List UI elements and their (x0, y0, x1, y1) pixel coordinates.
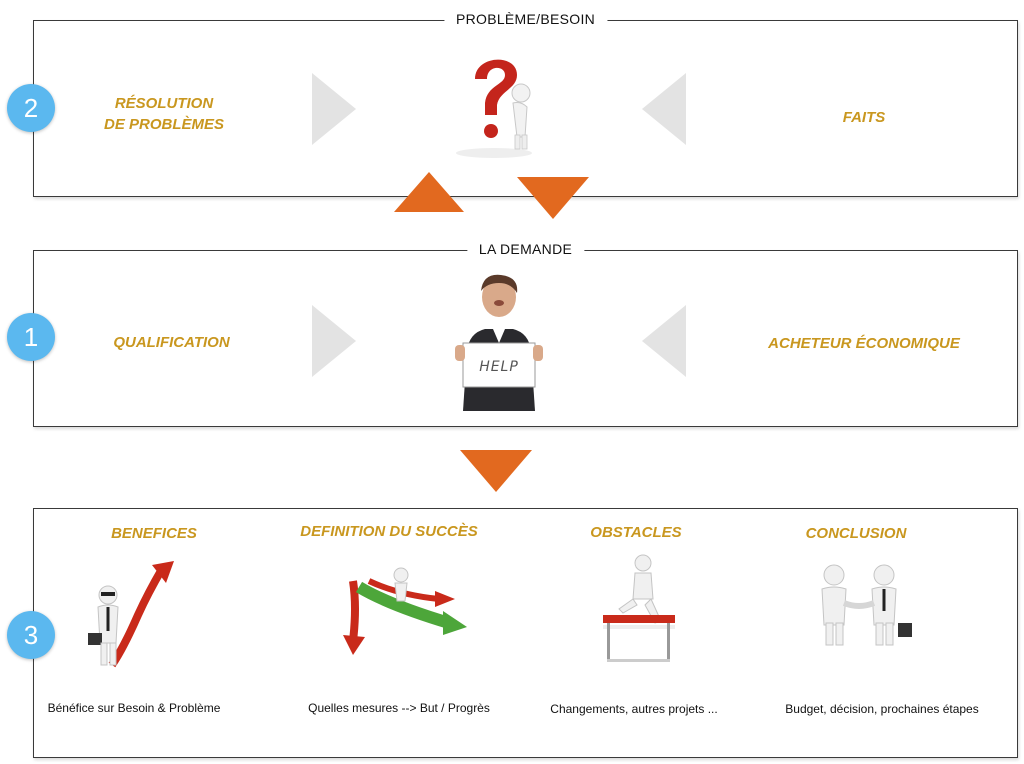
benefits-title: BENEFICES (111, 525, 197, 542)
orange-up-triangle (394, 172, 464, 212)
conclusion-caption: Budget, décision, prochaines étapes (785, 702, 979, 716)
problem-resolution-line1: RÉSOLUTION (114, 95, 214, 112)
woman-help-sign-image: HELP (455, 274, 543, 411)
help-sign-text: HELP (479, 359, 519, 375)
steps-box: BENEFICES Bénéfice sur Besoin & Problème… (7, 508, 1018, 758)
left-pointing-gray-arrow (642, 73, 686, 145)
question-mark-figure-image (456, 59, 532, 158)
problem-resolution-label: RÉSOLUTION DE PROBLÈMES (94, 93, 234, 135)
benefits-caption: Bénéfice sur Besoin & Problème (47, 701, 221, 715)
obstacles-caption: Changements, autres projets ... (550, 702, 718, 716)
demand-title: LA DEMANDE (466, 241, 585, 257)
hurdle-jumper-image (603, 554, 675, 662)
success-definition-title: DEFINITION DU SUCCÈS (300, 523, 478, 540)
businessman-rising-arrow-image (88, 561, 174, 668)
success-definition-caption: Quelles mesures --> But / Progrès (308, 701, 490, 715)
orange-down-triangle (517, 177, 589, 219)
conclusion-title: CONCLUSION (805, 525, 907, 542)
economic-buyer-label: ACHETEUR ÉCONOMIQUE (768, 335, 960, 352)
orange-down-triangle (460, 450, 532, 492)
facts-label: FAITS (842, 109, 886, 126)
handshake-figures-image (821, 564, 912, 646)
step-1-badge: 1 (7, 313, 55, 361)
obstacles-title: OBSTACLES (590, 524, 682, 541)
problem-need-box: PROBLÈME/BESOIN RÉSOLUTION DE PROBLÈMES … (7, 11, 1018, 197)
step-2-badge: 2 (7, 84, 55, 132)
success-arrows-figure-image (343, 567, 467, 655)
problem-resolution-line2: DE PROBLÈMES (103, 116, 224, 133)
right-pointing-gray-arrow (312, 305, 356, 377)
problem-need-title: PROBLÈME/BESOIN (443, 11, 608, 27)
left-pointing-gray-arrow (642, 305, 686, 377)
right-pointing-gray-arrow (312, 73, 356, 145)
step-3-badge: 3 (7, 611, 55, 659)
demand-box: LA DEMANDE QUALIFICATION HELP ACHETEUR É… (7, 241, 1018, 427)
qualification-label: QUALIFICATION (113, 334, 230, 351)
